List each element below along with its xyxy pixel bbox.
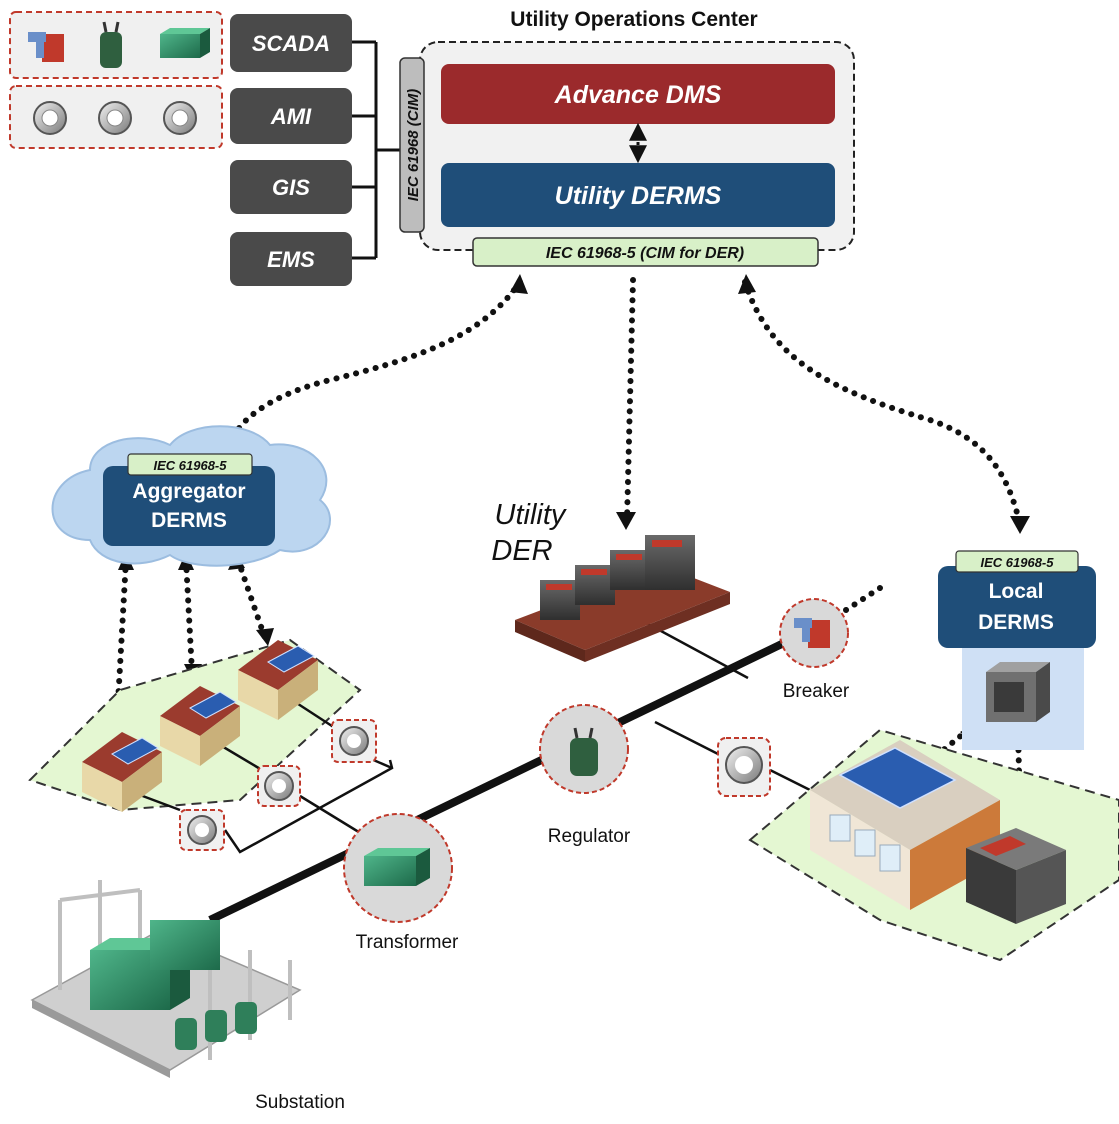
- utility-der-line2: DER: [491, 535, 552, 567]
- breaker-icon: [28, 32, 64, 62]
- aggregator-line1: Aggregator: [132, 480, 245, 503]
- scada-system-box: SCADA: [230, 14, 352, 72]
- regulator-icon: [570, 727, 598, 776]
- gis-label: GIS: [272, 175, 310, 200]
- utility-der-line1: Utility: [495, 499, 567, 531]
- substation-label: Substation: [255, 1092, 345, 1113]
- transformer-icon: [160, 28, 210, 58]
- cim-der-label: IEC 61968-5 (CIM for DER): [546, 245, 744, 262]
- cim-vertical-bar: IEC 61968 (CIM): [399, 57, 425, 233]
- aggregator-iec-label: IEC 61968-5: [154, 458, 228, 473]
- battery-icon: [540, 580, 580, 620]
- meter-icon: [717, 737, 771, 797]
- battery-icon: [645, 535, 695, 590]
- meter-icon: [257, 765, 301, 807]
- equipment-legend-box: [9, 11, 223, 79]
- advance-dms-box: Advance DMS: [441, 64, 835, 124]
- local-iec-tag: IEC 61968-5: [955, 550, 1079, 573]
- systems-bus: [352, 40, 400, 260]
- transformer-label: Transformer: [356, 932, 459, 953]
- link-agg-house3: [235, 557, 268, 641]
- utility-derms-box: Utility DERMS: [441, 163, 835, 227]
- local-line2: DERMS: [978, 611, 1054, 634]
- battery-icon: [610, 550, 650, 590]
- advance-dms-label: Advance DMS: [554, 81, 722, 109]
- breaker-node: Breaker: [779, 598, 850, 702]
- ems-label: EMS: [267, 247, 315, 272]
- commercial-building: [810, 740, 1000, 910]
- link-to-local-derms: [742, 279, 1023, 528]
- aggregator-line2: DERMS: [151, 509, 227, 532]
- regulator-label: Regulator: [548, 826, 631, 847]
- meter-icon: [33, 101, 67, 135]
- link-to-utility-der: [624, 277, 636, 523]
- ems-system-box: EMS: [230, 232, 352, 286]
- rooftop-solar-icon: [838, 747, 957, 809]
- ami-label: AMI: [270, 104, 312, 129]
- feeder-continuation: [843, 585, 883, 613]
- local-line1: Local: [989, 580, 1044, 603]
- utility-der-batteries: [515, 535, 730, 662]
- meter-icon: [179, 809, 225, 851]
- regulator-icon: [100, 21, 122, 68]
- site-battery-icon: [966, 828, 1066, 924]
- aggregator-derms-box: Aggregator DERMS: [103, 466, 275, 546]
- aggregator-iec-tag: IEC 61968-5: [127, 453, 253, 476]
- utility-derms-label: Utility DERMS: [555, 182, 722, 210]
- house: [160, 686, 240, 766]
- battery-icon: [575, 565, 615, 605]
- breaker-icon: [794, 618, 830, 648]
- ami-system-box: AMI: [230, 88, 352, 144]
- cim-vertical-label: IEC 61968 (CIM): [405, 89, 422, 202]
- link-local-building: [922, 727, 971, 768]
- cim-der-bar: IEC 61968-5 (CIM for DER): [472, 237, 819, 267]
- gis-system-box: GIS: [230, 160, 352, 214]
- server-icon: [986, 662, 1050, 722]
- breaker-label: Breaker: [783, 681, 850, 702]
- meter-legend-box: [9, 85, 223, 149]
- house: [238, 640, 318, 720]
- transformer-node: Transformer: [343, 813, 459, 953]
- uoc-title: Utility Operations Center: [510, 8, 757, 31]
- local-derms-box: Local DERMS: [938, 566, 1096, 648]
- regulator-node: Regulator: [539, 704, 631, 847]
- substation-transformer-icon: [90, 920, 220, 1010]
- link-to-aggregator: [229, 279, 523, 443]
- local-iec-label: IEC 61968-5: [981, 555, 1055, 570]
- link-agg-house2: [183, 557, 195, 675]
- substation: Substation: [30, 880, 345, 1113]
- meter-icon: [331, 719, 377, 763]
- substation-regulator-icon: [175, 1002, 257, 1050]
- house: [82, 732, 162, 812]
- meter-icon: [98, 101, 132, 135]
- transformer-icon: [364, 848, 430, 886]
- meter-icon: [163, 101, 197, 135]
- scada-label: SCADA: [252, 31, 330, 56]
